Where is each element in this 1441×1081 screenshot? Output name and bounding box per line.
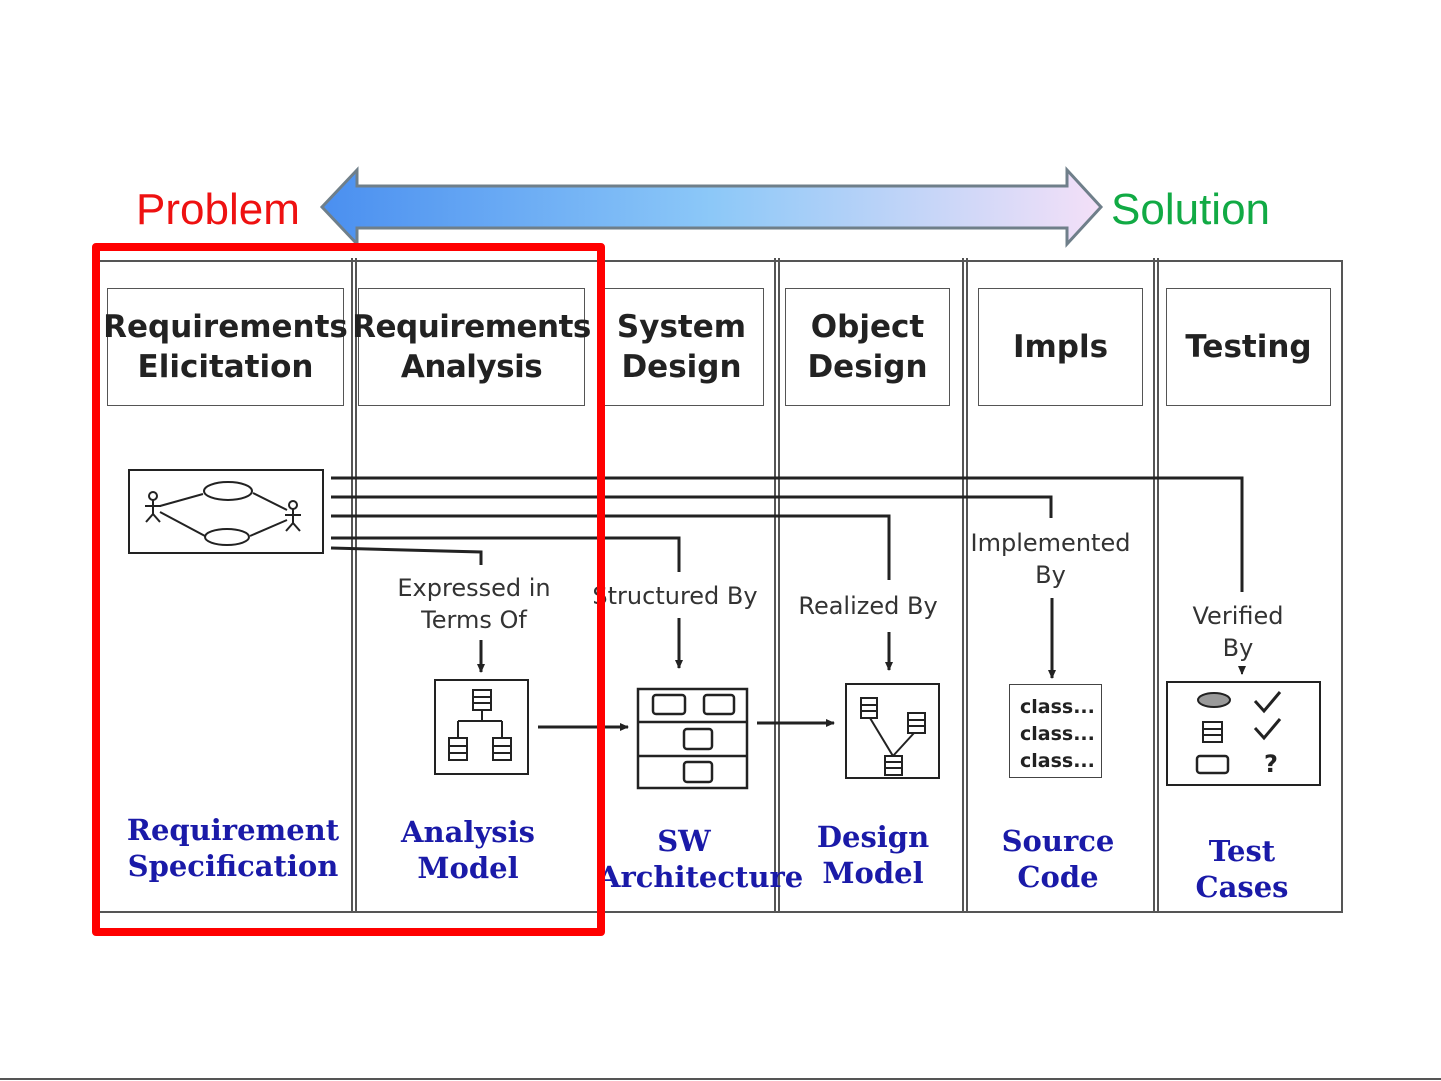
artifact-requirement-specification: Requirement Specification [126,813,340,883]
connector-lines [330,476,1244,592]
solution-label: Solution [1111,185,1271,234]
object-model-icon [845,683,940,779]
artifact-source-code: Source Code [1001,824,1115,894]
phase-system-design: System Design [599,288,764,406]
artifact-sw-architecture: SW Architecture [598,824,804,894]
artifact-design-model: Design Model [816,820,930,890]
implemented-by-label: Implemented By [970,529,1131,589]
class-hierarchy-icon [434,679,529,775]
subsystem-layers-icon [636,687,749,790]
down-arrows [477,598,1246,679]
phase-requirements-analysis: Requirements Analysis [352,288,591,406]
flow-arrows [538,719,835,731]
phase-table-frame [98,258,1343,913]
code-line: class... [1020,750,1095,772]
question-mark: ? [1264,750,1278,778]
artifact-test-cases: Test Cases [1195,834,1289,904]
expressed-in-terms-of-label: Expressed in Terms Of [397,574,551,634]
phase-requirements-elicitation: Requirements Elicitation [103,288,348,406]
structured-by-label: Structured By [592,582,758,610]
verified-by-label: Verified By [1192,602,1284,662]
phase-impls: Impls [978,288,1143,406]
phase-testing: Testing [1166,288,1331,406]
realized-by-label: Realized By [798,592,938,620]
checklist-icon [1166,681,1321,786]
problem-label: Problem [136,185,300,234]
artifact-analysis-model: Analysis Model [401,815,535,885]
bottom-rule [0,1078,1441,1080]
problem-phases-highlight [92,243,605,936]
use-case-diagram-icon [128,469,324,554]
code-line: class... [1020,696,1095,718]
source-code-box: class... class... class... [1009,684,1102,778]
phase-object-design: Object Design [785,288,950,406]
code-line: class... [1020,723,1095,745]
problem-solution-arrow [319,166,1104,248]
